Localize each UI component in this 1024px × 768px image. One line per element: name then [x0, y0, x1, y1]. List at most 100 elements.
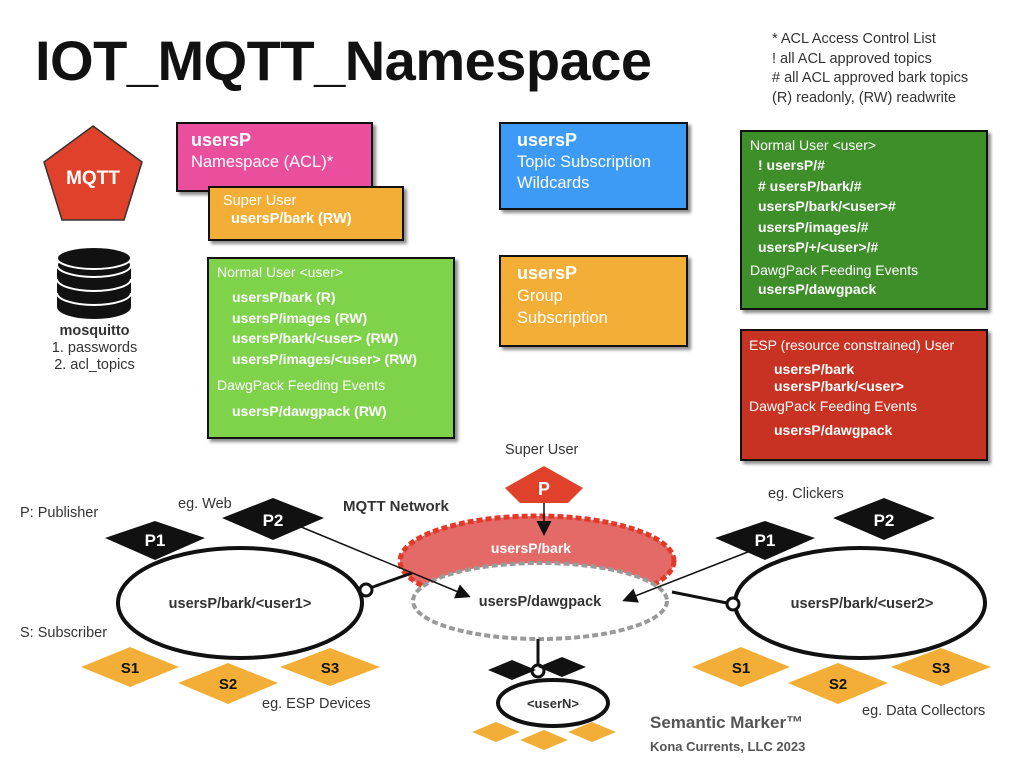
- user2-connector: [671, 590, 728, 605]
- web-p2-diamond: [222, 498, 324, 540]
- web-p1-diamond: [105, 521, 205, 560]
- legend-bark-topics: # all ACL approved bark topics: [772, 70, 969, 86]
- super-user-publisher-icon: [505, 466, 583, 503]
- topic-subscription-title: usersP: [517, 130, 578, 150]
- topic-dawgpack-label: usersP/dawgpack: [479, 594, 602, 610]
- super-user-box: Super User usersP/bark (RW): [208, 186, 404, 241]
- userN-subscriber-diamond: [520, 730, 568, 750]
- normal-user-permissions-box: Normal User <user> usersP/bark (R) users…: [207, 257, 455, 439]
- normal-user-topic: usersP/images (RW): [232, 309, 368, 326]
- namespace-subtitle: Namespace (ACL)*: [191, 153, 334, 171]
- legend-all-topics: ! all ACL approved topics: [772, 50, 932, 67]
- esp-s3-diamond: [280, 648, 380, 686]
- wildcard-topic: usersP/+/<user>/#: [758, 239, 879, 255]
- clicker-p1-diamond: [715, 521, 815, 560]
- mosquitto-item-passwords: 1. passwords: [51, 340, 138, 356]
- normal-user-topic: usersP/bark (R): [232, 289, 336, 305]
- footer-company: Kona Currents, LLC 2023: [650, 739, 806, 754]
- normal-user-events-heading: DawgPack Feeding Events: [217, 377, 386, 393]
- mosquitto-item-acl: 2. acl_topics: [54, 357, 135, 373]
- clicker-p2-label: P2: [874, 511, 895, 530]
- topic-subscription-line: Wildcards: [517, 174, 590, 192]
- clicker-publisher-arrow: [622, 547, 759, 603]
- super-user-heading: Super User: [223, 193, 297, 209]
- user2-topic-label: usersP/bark/<user2>: [791, 596, 934, 612]
- publisher-key-label: P: Publisher: [20, 505, 99, 521]
- namespace-box: usersP Namespace (ACL)*: [176, 122, 373, 192]
- esp-user-topic: usersP/bark/<user>: [774, 378, 904, 394]
- group-subscription-line: Subscription: [517, 309, 608, 327]
- userN-publisher-diamond: [488, 660, 536, 680]
- esp-events-topic: usersP/dawgpack: [774, 422, 893, 438]
- dawgpack-ellipse: [411, 561, 669, 641]
- esp-events-heading: DawgPack Feeding Events: [749, 398, 918, 414]
- mosquitto-caption: mosquitto 1. passwords 2. acl_topics: [32, 323, 157, 374]
- user2-connector-node: [725, 596, 741, 612]
- footer-brand: Semantic Marker™: [650, 713, 804, 732]
- clicker-p2-diamond: [833, 498, 935, 540]
- normal-user-events-topic: usersP/dawgpack (RW): [232, 403, 387, 419]
- group-subscription-line: Group: [517, 287, 563, 305]
- page-title: IOT_MQTT_Namespace: [35, 29, 652, 92]
- user2-group-ellipse: [733, 546, 987, 660]
- userN-connector-node: [530, 663, 546, 679]
- collector-s3-diamond: [891, 648, 991, 686]
- database-icon: [56, 246, 132, 319]
- esp-user-topic: usersP/bark: [774, 361, 855, 377]
- collector-s3-label: S3: [932, 660, 950, 677]
- mqtt-logo-label: MQTT: [66, 168, 120, 189]
- mqtt-network-ellipse: [397, 513, 677, 609]
- clicker-p1-label: P1: [755, 531, 776, 550]
- mqtt-logo-icon: MQTT: [43, 125, 143, 221]
- legend-rw: (R) readonly, (RW) readwrite: [772, 89, 956, 106]
- subscriber-key-label: S: Subscriber: [20, 625, 108, 641]
- topic-subscription-box: usersP Topic Subscription Wildcards: [499, 122, 688, 210]
- web-publisher-arrow: [293, 523, 471, 599]
- user1-topic-label: usersP/bark/<user1>: [169, 596, 312, 612]
- userN-ellipse: [496, 678, 610, 728]
- normal-user-topic: usersP/bark/<user> (RW): [232, 330, 399, 346]
- esp-s1-diamond: [81, 647, 179, 687]
- wildcard-topic: ! usersP/#: [758, 157, 825, 173]
- legend: * ACL Access Control List ! all ACL appr…: [772, 30, 968, 108]
- esp-user-box: ESP (resource constrained) User usersP/b…: [740, 329, 988, 461]
- mqtt-network-label: MQTT Network: [343, 498, 449, 515]
- esp-s3-label: S3: [321, 660, 339, 677]
- user1-connector-node: [358, 582, 374, 598]
- userN-publisher-diamond: [538, 657, 586, 677]
- esp-s2-label: S2: [219, 676, 237, 693]
- wildcard-user-heading: Normal User <user>: [750, 137, 877, 153]
- collector-s1-label: S1: [732, 660, 750, 677]
- normal-user-wildcards-box: Normal User <user> ! usersP/# # usersP/b…: [740, 130, 988, 310]
- collector-s2-diamond: [788, 663, 888, 704]
- web-p1-label: P1: [145, 531, 166, 550]
- esp-s1-label: S1: [121, 660, 139, 677]
- wildcard-topic: usersP/images/#: [758, 218, 869, 235]
- wildcard-topic: # usersP/bark/#: [758, 177, 862, 194]
- eg-clickers-label: eg. Clickers: [768, 486, 844, 502]
- eg-collectors-label: eg. Data Collectors: [862, 703, 986, 719]
- namespace-title: usersP: [191, 130, 252, 150]
- super-user-topic: usersP/bark (RW): [231, 211, 352, 227]
- super-user-label: Super User: [505, 442, 579, 458]
- userN-subscriber-diamond: [472, 722, 520, 742]
- wildcard-events-heading: DawgPack Feeding Events: [750, 261, 919, 278]
- normal-user-topic: usersP/images/<user> (RW): [232, 350, 417, 367]
- group-subscription-title: usersP: [517, 263, 578, 283]
- normal-user-heading: Normal User <user>: [217, 264, 344, 280]
- collector-s1-diamond: [692, 647, 790, 687]
- user1-connector: [369, 571, 413, 590]
- wildcard-topic: usersP/bark/<user>#: [758, 198, 896, 214]
- legend-acl: * ACL Access Control List: [772, 31, 936, 47]
- collector-s2-label: S2: [829, 676, 847, 693]
- topic-subscription-line: Topic Subscription: [517, 153, 651, 171]
- web-p2-label: P2: [263, 511, 284, 530]
- eg-web-label: eg. Web: [178, 496, 232, 512]
- mosquitto-name: mosquitto: [59, 323, 130, 339]
- eg-esp-label: eg. ESP Devices: [262, 696, 371, 712]
- super-user-publisher-label: P: [538, 479, 550, 499]
- wildcard-events-topic: usersP/dawgpack: [758, 280, 877, 297]
- user1-group-ellipse: [116, 546, 364, 660]
- userN-subscriber-diamond: [568, 722, 616, 742]
- userN-label: <userN>: [527, 696, 579, 711]
